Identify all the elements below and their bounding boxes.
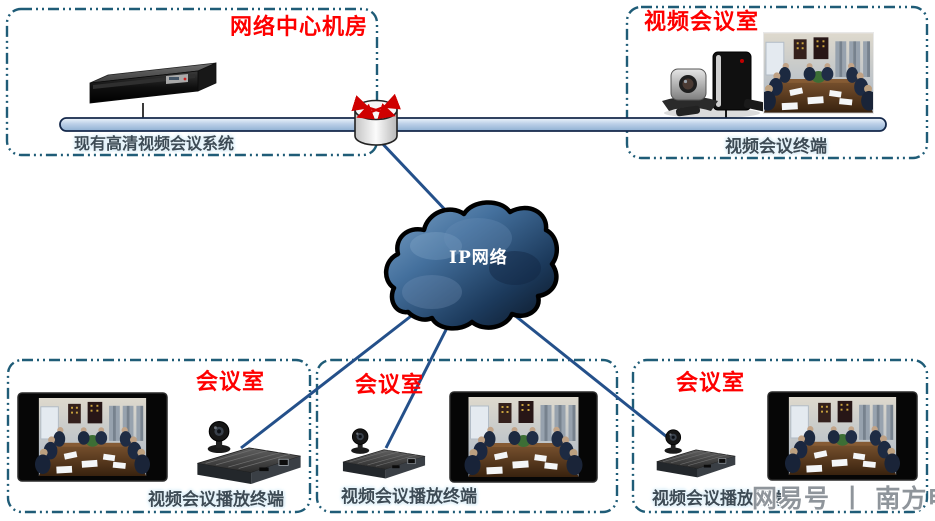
meeting-room-3-box — [631, 358, 929, 514]
meeting-room-1-title: 会议室 — [196, 370, 266, 395]
terminal-label: 视频会议终端 — [725, 137, 827, 157]
meeting-room-3-title: 会议室 — [676, 371, 746, 396]
meeting-room-1-box — [6, 358, 312, 514]
playback-label-1: 视频会议播放终端 — [148, 490, 284, 510]
playback-label-2: 视频会议播放终端 — [341, 487, 477, 507]
ip-cloud-icon — [384, 200, 560, 331]
video-room-photo-frame — [763, 32, 874, 114]
link-cloud-room3 — [507, 308, 673, 443]
link-router-cloud — [377, 138, 452, 217]
video-terminal-icon — [662, 51, 770, 118]
network-center-box — [5, 7, 379, 157]
tv-display — [767, 391, 918, 481]
watermark: 网易号 丨 南方电讯 — [752, 484, 935, 513]
video-conference-room-box — [625, 5, 929, 160]
tv-display — [17, 392, 168, 482]
hd-system-label: 现有高清视频会议系统 — [74, 134, 235, 153]
playback-decoder-3 — [656, 429, 736, 478]
playback-decoder-1 — [196, 421, 302, 484]
network-center-title: 网络中心机房 — [230, 15, 369, 40]
link-cloud-room1 — [240, 304, 425, 450]
network-bus — [59, 117, 887, 132]
link-cloud-room2 — [384, 317, 454, 449]
video-room-title: 视频会议室 — [644, 10, 760, 35]
meeting-room-2-box — [315, 358, 619, 514]
tv-display — [449, 391, 598, 483]
router-icon — [351, 93, 401, 146]
playback-label-3: 视频会议播放终端 — [652, 489, 788, 509]
ip-network-label: IP网络 — [449, 248, 508, 268]
meeting-room-2-title: 会议室 — [355, 373, 425, 398]
mcu-server-icon — [89, 62, 217, 104]
playback-decoder-2 — [342, 428, 426, 479]
